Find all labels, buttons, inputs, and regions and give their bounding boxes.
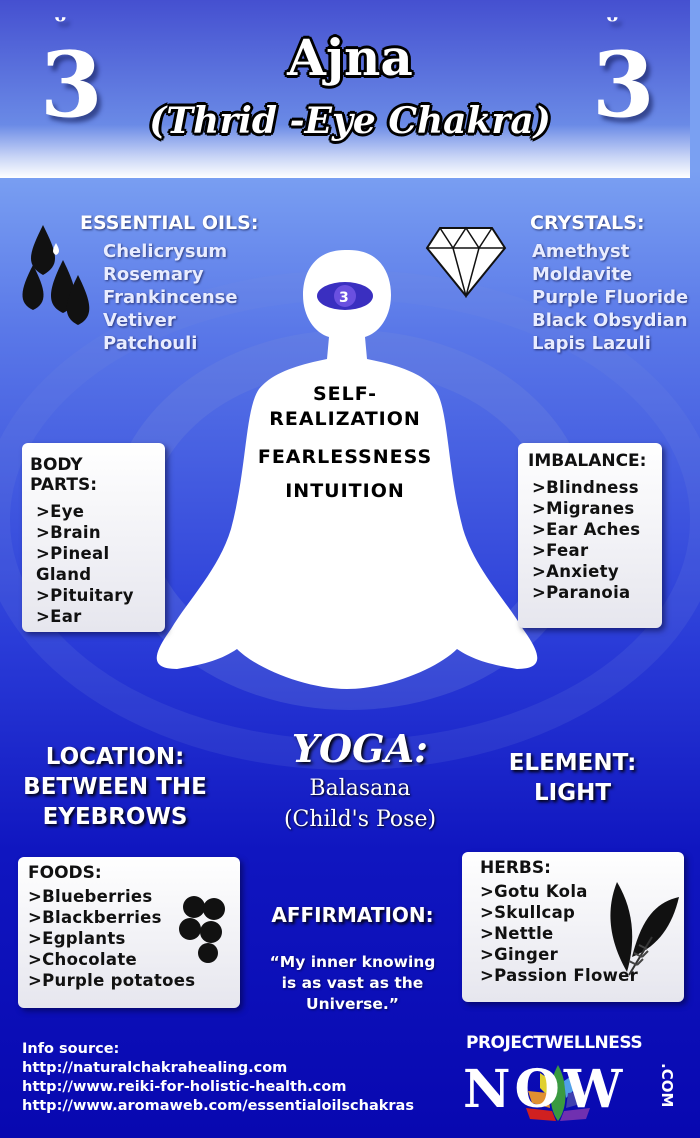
list-item: >Eye: [36, 502, 85, 521]
list-item: >Pituitary: [36, 586, 134, 605]
location-value: EYEBROWS: [42, 804, 188, 830]
list-item: Purple Fluoride: [532, 287, 689, 308]
affirmation-heading: AFFIRMATION:: [271, 903, 434, 927]
logo-suffix: .COM: [658, 1063, 676, 1108]
list-item: Lapis Lazuli: [532, 333, 651, 354]
list-item: Vetiver: [103, 310, 176, 331]
info-sources: Info source: http://naturalchakrahealing…: [22, 1040, 414, 1116]
list-item: >Blueberries: [28, 887, 153, 906]
list-item: >Ear: [36, 607, 82, 626]
herbs-box: HERBS: >Gotu Kola >Skullcap >Nettle >Gin…: [462, 852, 684, 1002]
list-item: >Blindness: [532, 478, 639, 497]
element-value: LIGHT: [533, 780, 612, 806]
blackberries-icon: [179, 896, 225, 963]
list-item: Rosemary: [103, 264, 204, 285]
list-item: >Pineal Gland: [36, 544, 110, 584]
source-link[interactable]: http://www.reiki-for-holistic-health.com: [22, 1079, 347, 1095]
svg-text:3: 3: [339, 290, 349, 306]
yoga-pose: Balasana: [309, 776, 411, 801]
list-item: >Egplants: [28, 929, 126, 948]
list-item: Chelicrysum: [103, 241, 228, 262]
imbalance-heading: IMBALANCE:: [528, 451, 647, 471]
yoga-heading: YOGA:: [291, 726, 429, 771]
oil-drops-icon: [22, 225, 90, 325]
location-value: BETWEEN THE: [23, 774, 207, 800]
figure-silhouette: [156, 250, 538, 689]
list-item: Frankincense: [103, 287, 238, 308]
element-block: ELEMENT: LIGHT: [475, 748, 670, 808]
quality-self: SELF-: [312, 383, 378, 405]
source-link[interactable]: http://naturalchakrahealing.com: [22, 1060, 288, 1076]
quality-realization: REALIZATION: [269, 408, 421, 430]
essential-oils-list: Chelicrysum Rosemary Frankincense Vetive…: [103, 240, 238, 355]
element-heading: ELEMENT:: [508, 750, 637, 776]
imbalance-box: IMBALANCE: >Blindness >Migranes >Ear Ach…: [518, 443, 662, 628]
location-block: LOCATION: BETWEEN THE EYEBROWS: [10, 742, 220, 832]
list-item: >Paranoia: [532, 583, 631, 602]
affirmation-line: “My inner knowing: [269, 953, 436, 971]
yoga-block: YOGA: Balasana (Child's Pose): [250, 725, 470, 835]
quality-intuition: INTUITION: [285, 480, 405, 502]
list-item: >Passion Flower: [480, 966, 639, 985]
yoga-pose-english: (Child's Pose): [283, 807, 437, 832]
project-wellness-now-logo: PROJECTWELLNESS NOW .COM: [458, 1033, 678, 1133]
list-item: >Blackberries: [28, 908, 162, 927]
foods-heading: FOODS:: [28, 863, 102, 883]
list-item: >Purple potatoes: [28, 971, 196, 990]
list-item: Moldavite: [532, 264, 633, 285]
om-dot-icon: ᵕ: [54, 5, 68, 38]
diamond-icon: [425, 226, 507, 298]
list-item: Amethyst: [532, 241, 630, 262]
list-item: >Chocolate: [28, 950, 138, 969]
lotus-icon: [526, 1065, 590, 1121]
om-dot-icon: ᵕ: [606, 5, 620, 38]
list-item: >Skullcap: [480, 903, 576, 922]
herb-leaves-icon: [610, 882, 679, 976]
essential-oils-heading: ESSENTIAL OILS:: [80, 212, 259, 234]
list-item: >Nettle: [480, 924, 554, 943]
list-item: >Fear: [532, 541, 589, 560]
crystals-list: Amethyst Moldavite Purple Fluoride Black…: [532, 240, 688, 355]
location-heading: LOCATION:: [45, 744, 185, 770]
list-item: >Brain: [36, 523, 101, 542]
foods-box: FOODS: >Blueberries >Blackberries >Egpla…: [18, 857, 240, 1008]
crystals-heading: CRYSTALS:: [530, 212, 645, 234]
list-item: >Migranes: [532, 499, 635, 518]
logo-main-text: NOW: [463, 1059, 627, 1120]
body-parts-heading: BODY PARTS:: [30, 455, 98, 495]
page-subtitle: (Thrid -Eye Chakra): [149, 100, 551, 142]
quality-fearlessness: FEARLESSNESS: [257, 446, 433, 468]
affirmation-line: Universe.”: [305, 995, 399, 1013]
body-parts-box: BODY PARTS: >Eye >Brain >Pineal Gland >P…: [22, 443, 165, 632]
page-title: Ajna: [287, 28, 413, 87]
list-item: Patchouli: [103, 333, 198, 354]
sources-heading: Info source:: [22, 1041, 120, 1057]
herbs-heading: HERBS:: [480, 858, 551, 878]
list-item: >Ear Aches: [532, 520, 641, 539]
list-item: >Gotu Kola: [480, 882, 588, 901]
logo-top-text: PROJECTWELLNESS: [466, 1033, 643, 1053]
list-item: >Ginger: [480, 945, 559, 964]
list-item: Black Obsydian: [532, 310, 688, 331]
affirmation-line: is as vast as the: [281, 974, 424, 992]
source-link[interactable]: http://www.aromaweb.com/essentialoilscha…: [22, 1098, 414, 1114]
affirmation-quote: “My inner knowing is as vast as the Univ…: [250, 952, 455, 1015]
list-item: >Anxiety: [532, 562, 619, 581]
